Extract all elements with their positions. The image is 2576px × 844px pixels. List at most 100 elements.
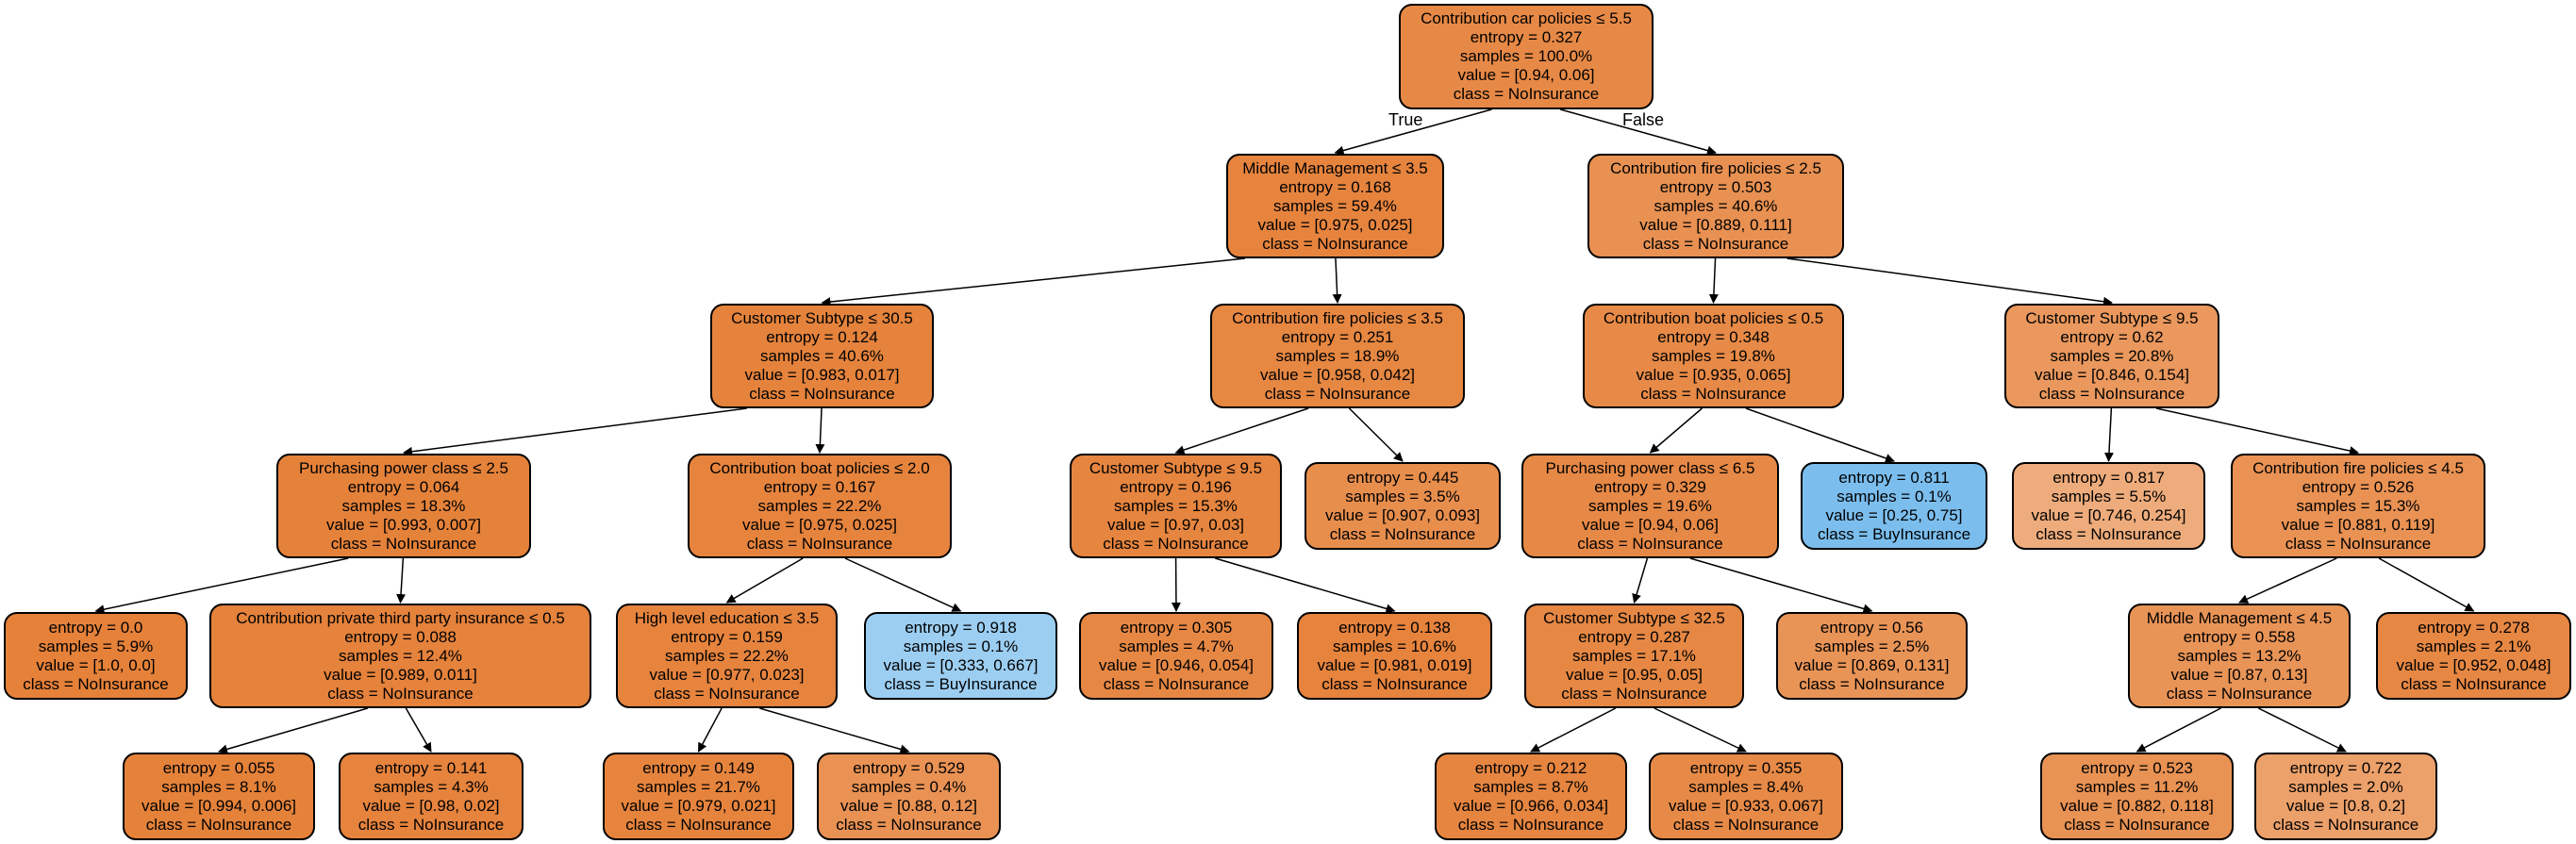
node-line: class = NoInsurance: [1457, 815, 1604, 834]
node-line: class = NoInsurance: [625, 815, 772, 834]
edge-n23-n32: [2258, 707, 2347, 753]
node-line: value = [0.966, 0.034]: [1454, 796, 1608, 815]
node-line: entropy = 0.278: [2418, 618, 2530, 637]
edge-n2-n5: [1708, 257, 1719, 304]
node-line: samples = 11.2%: [2075, 777, 2199, 796]
node-line: entropy = 0.722: [2289, 758, 2402, 777]
node-line: entropy = 0.167: [763, 477, 876, 496]
node-line: class = NoInsurance: [654, 684, 800, 703]
edge-n3-n7: [403, 407, 747, 456]
edge-n21-n29: [1530, 707, 1617, 753]
node-line: class = NoInsurance: [145, 815, 292, 834]
node-line: samples = 5.9%: [38, 637, 154, 655]
edge-n8-n18: [844, 557, 962, 612]
edge-n1-n4: [1332, 257, 1342, 304]
node-line: samples = 100.0%: [1459, 47, 1593, 65]
node-line: value = [0.8, 0.2]: [2285, 796, 2406, 815]
node-line: class = NoInsurance: [836, 815, 982, 834]
node-line: entropy = 0.918: [905, 618, 1017, 637]
node-line: samples = 0.1%: [903, 637, 1019, 655]
node-line: value = [0.975, 0.025]: [742, 515, 897, 534]
node-line: value = [0.935, 0.065]: [1636, 365, 1791, 384]
edge-n1-n3: [821, 257, 1246, 307]
node-line: value = [0.933, 0.067]: [1669, 796, 1823, 815]
node-line: samples = 22.2%: [757, 496, 882, 515]
node-line: value = [0.94, 0.06]: [1581, 515, 1720, 534]
node-line: value = [0.87, 0.13]: [2170, 665, 2308, 684]
node-line: samples = 20.8%: [2050, 346, 2174, 365]
edge-n7-n15: [94, 557, 349, 615]
edge-n16-n26: [405, 707, 432, 753]
node-line: entropy = 0.811: [1838, 468, 1950, 487]
node-line: entropy = 0.064: [347, 477, 460, 496]
edge-label-false: False: [1622, 110, 1665, 129]
node-line: value = [0.993, 0.007]: [326, 515, 481, 534]
node-line: class = NoInsurance: [1103, 674, 1250, 693]
node-line: entropy = 0.159: [671, 627, 783, 646]
node-line: value = [0.746, 0.254]: [2031, 505, 2186, 524]
node-line: samples = 13.2%: [2177, 646, 2302, 665]
node-line: samples = 19.6%: [1588, 496, 1712, 515]
node-line: class = NoInsurance: [2285, 534, 2432, 553]
node-line: entropy = 0.445: [1346, 468, 1459, 487]
edge-n0-n1: [1334, 108, 1492, 156]
edge-n17-n28: [759, 707, 910, 754]
node-line: Contribution private third party insuran…: [236, 608, 565, 627]
node-line: value = [0.333, 0.667]: [883, 655, 1039, 674]
node-line: entropy = 0.355: [1689, 758, 1803, 777]
edge-n5-n11: [1649, 407, 1703, 454]
node-line: entropy = 0.149: [642, 758, 755, 777]
node-line: class = NoInsurance: [1799, 674, 1945, 693]
edge-n16-n25: [218, 707, 369, 754]
node-line: value = [0.946, 0.054]: [1099, 655, 1254, 674]
node-line: entropy = 0.196: [1120, 477, 1232, 496]
node-line: value = [0.977, 0.023]: [649, 665, 805, 684]
node-line: entropy = 0.141: [374, 758, 488, 777]
node-line: samples = 2.0%: [2288, 777, 2403, 796]
node-line: value = [0.94, 0.06]: [1457, 66, 1595, 84]
node-line: value = [0.97, 0.03]: [1106, 515, 1245, 534]
node-line: class = NoInsurance: [330, 534, 477, 553]
node-line: class = NoInsurance: [1672, 815, 1820, 834]
node-line: samples = 40.6%: [1654, 196, 1778, 215]
node-line: class = NoInsurance: [2166, 684, 2313, 703]
edge-n4-n10: [1348, 407, 1404, 462]
node-line: entropy = 0.523: [2081, 758, 2193, 777]
node-line: entropy = 0.558: [2183, 627, 2296, 646]
node-line: value = [0.979, 0.021]: [621, 796, 776, 815]
node-line: samples = 2.5%: [1814, 637, 1930, 655]
node-line: entropy = 0.526: [2302, 477, 2415, 496]
edge-label-true: True: [1388, 110, 1423, 129]
edge-n17-n27: [697, 707, 723, 753]
node-line: samples = 15.3%: [1114, 496, 1238, 515]
node-line: class = NoInsurance: [1329, 524, 1476, 543]
node-line: Contribution fire policies ≤ 4.5: [2252, 458, 2464, 477]
edge-n23-n31: [2136, 707, 2221, 753]
node-line: value = [0.958, 0.042]: [1260, 365, 1415, 384]
node-line: Contribution boat policies ≤ 0.5: [1603, 308, 1824, 327]
node-line: value = [0.975, 0.025]: [1257, 215, 1413, 234]
node-line: samples = 0.1%: [1836, 487, 1952, 505]
node-line: samples = 2.1%: [2416, 637, 2532, 655]
node-line: class = NoInsurance: [327, 684, 474, 703]
node-line: samples = 59.4%: [1273, 196, 1397, 215]
node-line: entropy = 0.348: [1657, 327, 1770, 346]
node-line: value = [0.952, 0.048]: [2396, 655, 2551, 674]
node-line: samples = 19.8%: [1652, 346, 1775, 365]
node-line: entropy = 0.503: [1659, 177, 1772, 196]
